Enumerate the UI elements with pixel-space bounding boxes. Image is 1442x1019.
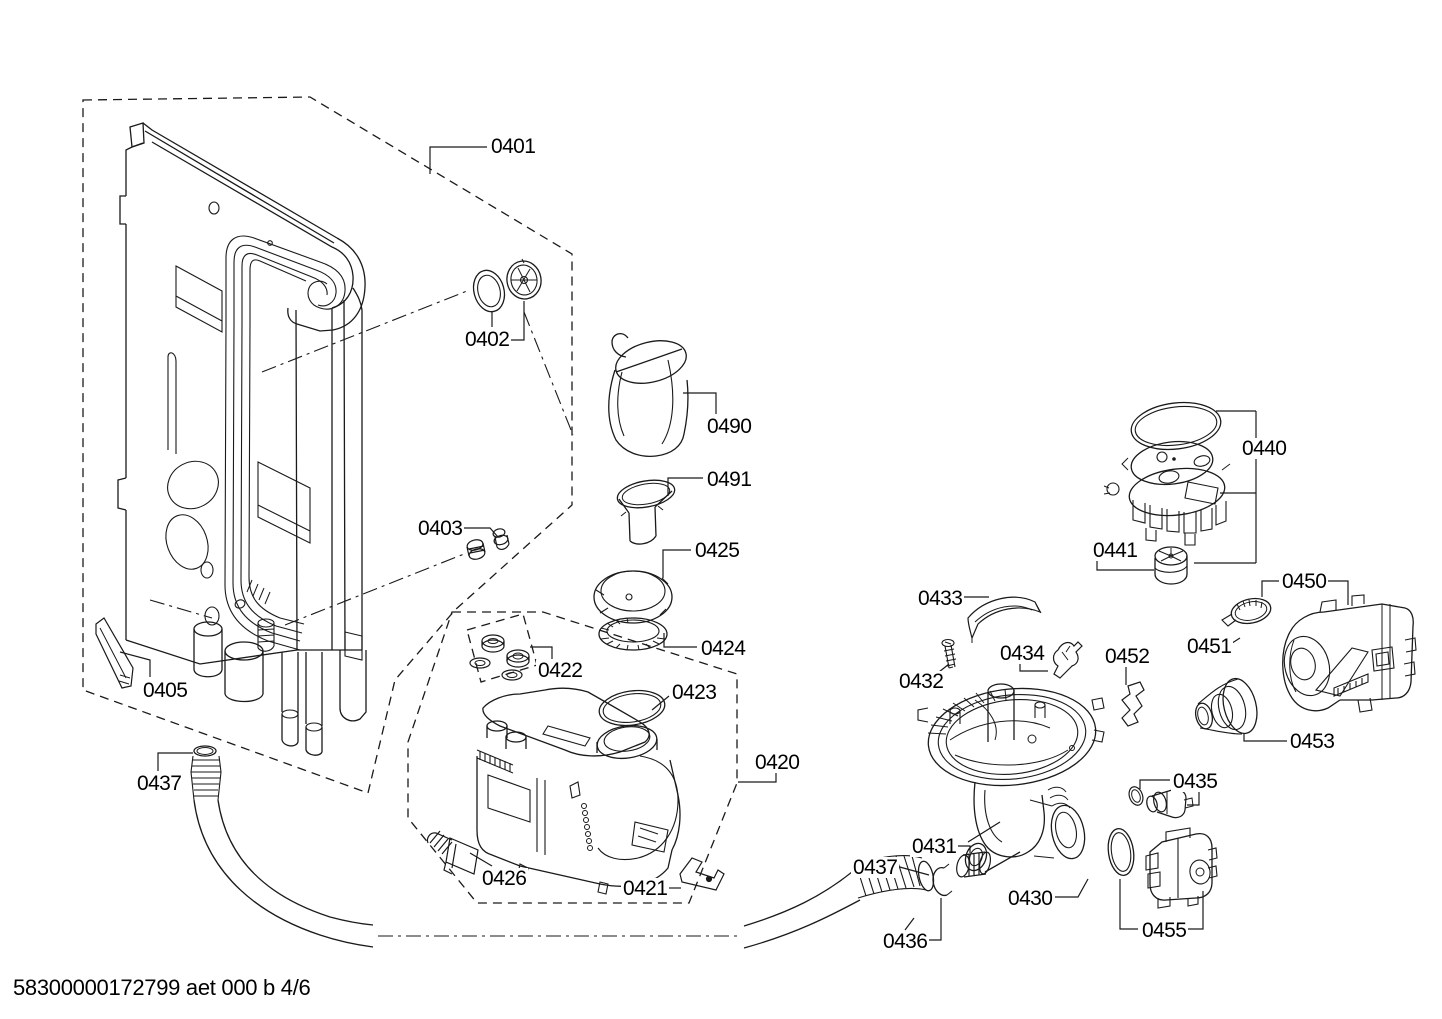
clip-0437b-drawing <box>932 863 953 897</box>
seal-ring-0423 <box>598 689 666 727</box>
boundary-group-0420 <box>407 611 738 904</box>
nipple-0431-drawing <box>956 851 991 878</box>
part-label-0431[interactable]: 0431 <box>910 835 959 858</box>
part-label-0403[interactable]: 0403 <box>416 517 465 540</box>
part-label-0432[interactable]: 0432 <box>897 670 946 693</box>
clamp-0451-drawing <box>1221 597 1272 627</box>
center-lines <box>149 290 741 937</box>
cone-0453-drawing <box>1194 677 1258 735</box>
funnel-0491-drawing <box>616 479 676 545</box>
part-label-0437-right[interactable]: 0437 <box>851 856 900 879</box>
part-label-0440[interactable]: 0440 <box>1240 437 1289 460</box>
cover-0440-drawing <box>1103 401 1231 585</box>
part-label-0402[interactable]: 0402 <box>463 328 512 351</box>
part-label-0401[interactable]: 0401 <box>489 135 538 158</box>
clip-0452-drawing <box>1121 681 1145 727</box>
bracket-0434-drawing <box>1052 641 1083 679</box>
part-label-0491[interactable]: 0491 <box>705 468 754 491</box>
part-label-0453[interactable]: 0453 <box>1288 730 1337 753</box>
leader-lines <box>119 146 1349 941</box>
part-label-0423[interactable]: 0423 <box>670 681 719 704</box>
part-label-0435[interactable]: 0435 <box>1171 770 1220 793</box>
part-label-0426[interactable]: 0426 <box>480 867 529 890</box>
ring-0424-drawing <box>598 617 668 651</box>
part-label-0433[interactable]: 0433 <box>916 587 965 610</box>
part-label-0430[interactable]: 0430 <box>1006 887 1055 910</box>
part-label-0425[interactable]: 0425 <box>693 539 742 562</box>
part-label-0420[interactable]: 0420 <box>753 751 802 774</box>
document-code: 58300000172799 aet 000 b 4/6 <box>13 975 311 1000</box>
jug-0490-drawing <box>608 332 689 458</box>
part-label-0441[interactable]: 0441 <box>1091 539 1140 562</box>
boundary-group-0422 <box>466 613 538 683</box>
panel-0401-drawing <box>117 122 367 756</box>
part-label-0422[interactable]: 0422 <box>536 659 585 682</box>
part-label-0434[interactable]: 0434 <box>998 642 1047 665</box>
screw-0432-drawing <box>941 638 957 669</box>
pump-0450-drawing <box>1194 594 1417 735</box>
part-label-0436[interactable]: 0436 <box>881 930 930 953</box>
drainpump-0455-drawing <box>1107 827 1218 909</box>
hose-0437-left-drawing <box>190 745 374 948</box>
boundary-group-0401 <box>82 96 573 794</box>
strip-0433-drawing <box>967 596 1042 643</box>
hose-0436-drawing <box>743 855 953 949</box>
part-label-0455[interactable]: 0455 <box>1140 919 1189 942</box>
fitting-0403-drawing <box>466 528 510 560</box>
part-label-0421[interactable]: 0421 <box>621 877 670 900</box>
seal-0402-drawing <box>472 258 542 313</box>
part-label-0405[interactable]: 0405 <box>141 679 190 702</box>
part-label-0424[interactable]: 0424 <box>699 637 748 660</box>
part-label-0452[interactable]: 0452 <box>1103 645 1152 668</box>
valve-0426-drawing <box>426 830 479 875</box>
bracket-0421-drawing <box>679 857 725 891</box>
softener-0420-drawing <box>476 687 681 895</box>
blade-0405-drawing <box>95 617 134 689</box>
sump-0430-drawing <box>917 683 1105 873</box>
part-label-0450[interactable]: 0450 <box>1280 570 1329 593</box>
cap-0425-drawing <box>593 570 673 624</box>
knob-0441-drawing <box>1154 546 1188 585</box>
seals-0422-drawing <box>469 634 530 681</box>
part-label-0451[interactable]: 0451 <box>1185 635 1234 658</box>
part-label-0490[interactable]: 0490 <box>705 415 754 438</box>
part-label-0437-left[interactable]: 0437 <box>135 772 184 795</box>
